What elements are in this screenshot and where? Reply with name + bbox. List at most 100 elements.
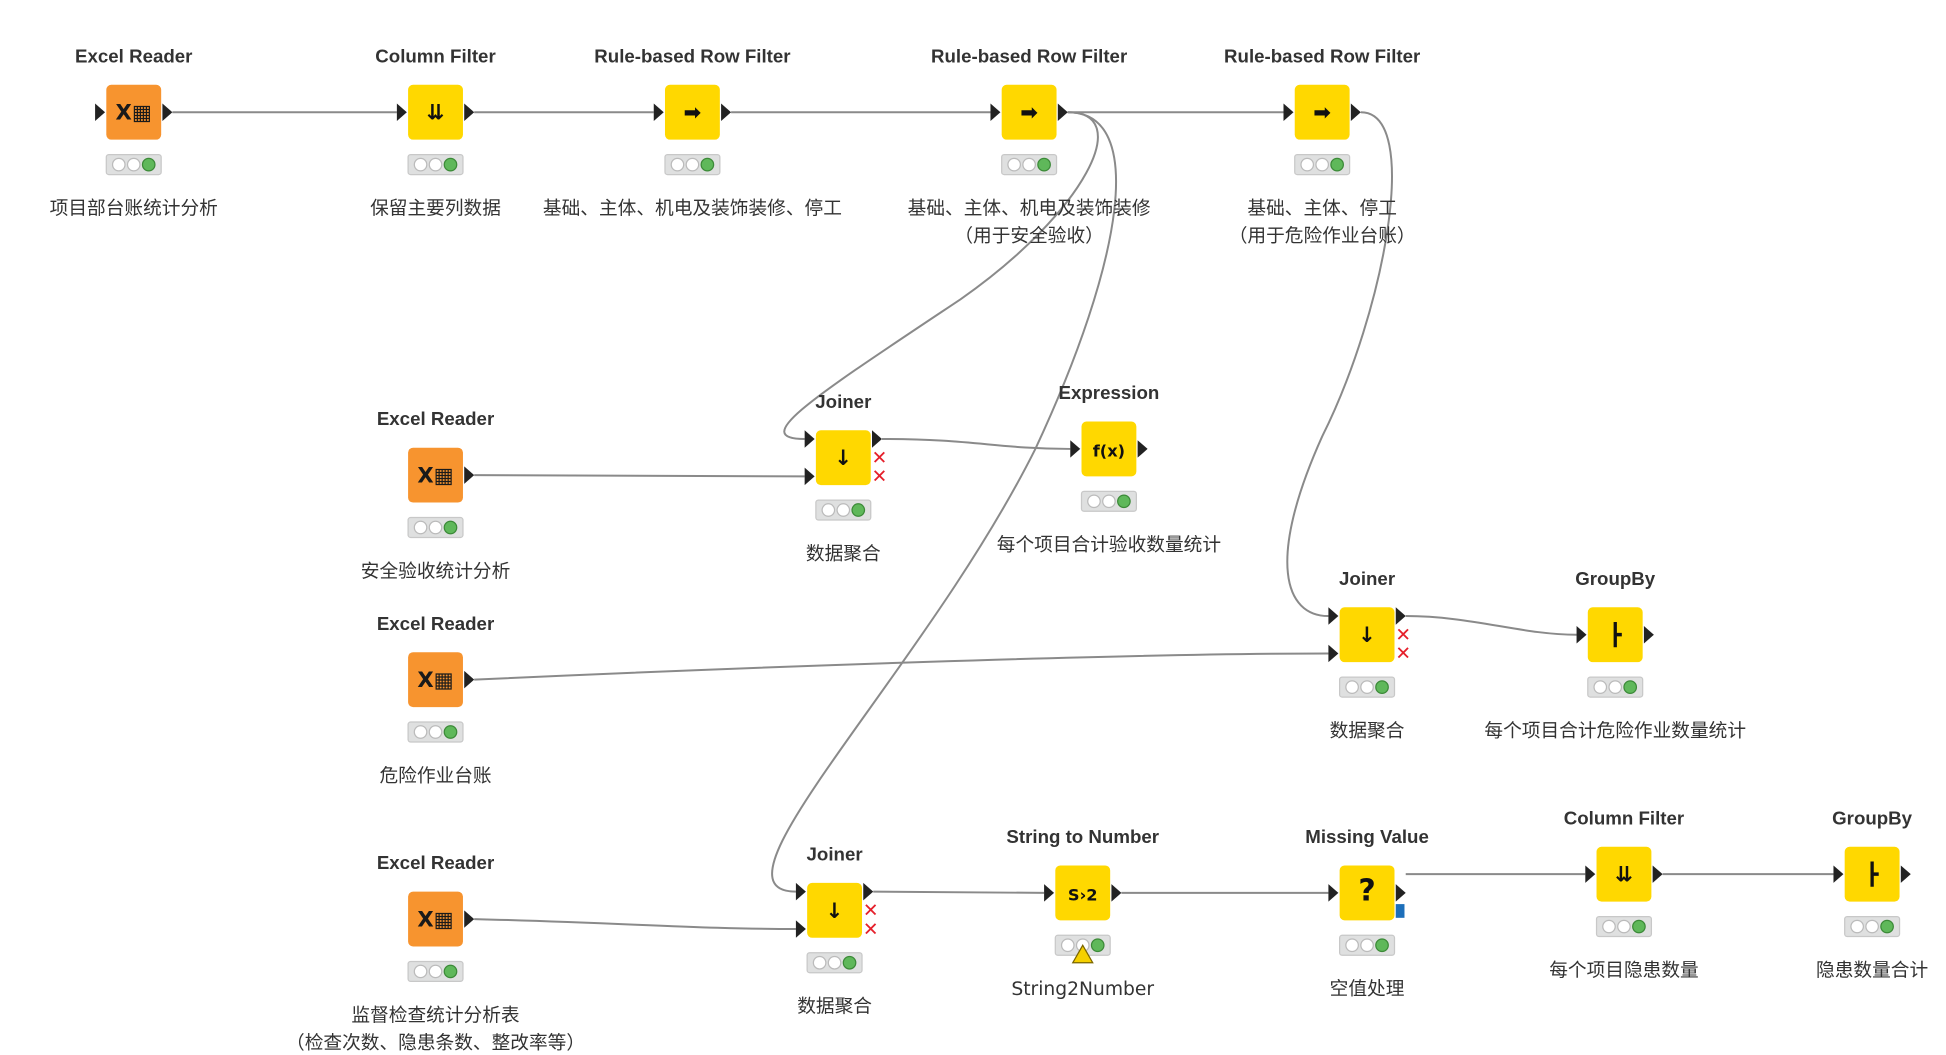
connection[interactable] <box>474 474 805 478</box>
node-annotation[interactable]: （用于安全验收） <box>954 226 1104 247</box>
node-annotation[interactable]: String2Number <box>1011 979 1154 1000</box>
inactive-port-icon[interactable]: ✕ <box>872 466 888 487</box>
node-body[interactable] <box>1596 846 1652 902</box>
input-port[interactable] <box>653 103 664 121</box>
node-body[interactable] <box>408 891 463 947</box>
input-port[interactable] <box>804 430 815 448</box>
input-port[interactable] <box>804 467 815 486</box>
input-port[interactable] <box>1328 644 1339 663</box>
output-port[interactable] <box>464 910 475 928</box>
connection[interactable] <box>474 918 796 931</box>
node-column-filter[interactable]: Column Filter⇊保留主要列数据 <box>370 45 501 219</box>
input-port[interactable] <box>1585 865 1596 883</box>
node-body[interactable] <box>664 84 720 140</box>
inactive-port-icon[interactable]: ✕ <box>1395 624 1411 645</box>
connection[interactable] <box>771 111 1118 893</box>
node-annotation[interactable]: （检查次数、隐患条数、整改率等） <box>286 1033 585 1054</box>
node-rule-row-filter[interactable]: Rule-based Row Filter➡基础、主体、机电及装饰装修（用于安全… <box>908 45 1151 247</box>
output-port[interactable] <box>863 882 874 901</box>
inactive-port-icon[interactable]: ✕ <box>1395 643 1411 664</box>
node-annotation[interactable]: 项目部台账统计分析 <box>50 198 218 219</box>
output-port[interactable] <box>464 103 475 121</box>
output-port[interactable] <box>162 103 173 121</box>
output-port[interactable] <box>464 466 475 484</box>
input-port[interactable] <box>1576 626 1587 644</box>
output-port[interactable] <box>1137 440 1148 458</box>
node-annotation[interactable]: 危险作业台账 <box>379 766 491 787</box>
inactive-port-icon[interactable]: ✕ <box>863 900 879 921</box>
node-annotation[interactable]: 数据聚合 <box>806 544 881 565</box>
node-column-filter[interactable]: Column Filter⇊每个项目隐患数量 <box>1549 807 1699 981</box>
node-body[interactable] <box>1339 865 1395 921</box>
node-body[interactable] <box>1001 84 1057 140</box>
output-port[interactable] <box>1652 865 1663 883</box>
output-port[interactable] <box>464 670 475 689</box>
node-body[interactable] <box>1844 846 1900 902</box>
output-port[interactable] <box>1350 103 1361 121</box>
output-port[interactable] <box>1643 626 1654 644</box>
output-port[interactable] <box>1900 865 1911 883</box>
connection[interactable] <box>873 890 1045 894</box>
node-annotation[interactable]: （用于危险作业台账） <box>1229 226 1416 247</box>
node-joiner[interactable]: Joiner↓✕✕数据聚合 <box>804 391 888 565</box>
node-annotation[interactable]: 空值处理 <box>1330 979 1405 1000</box>
input-port[interactable] <box>1328 607 1339 625</box>
node-annotation[interactable]: 基础、主体、机电及装饰装修 <box>908 198 1151 219</box>
node-body[interactable] <box>1339 607 1395 663</box>
node-joiner[interactable]: Joiner↓✕✕数据聚合 <box>795 843 879 1018</box>
connection[interactable] <box>1286 111 1393 618</box>
node-annotation[interactable]: 数据聚合 <box>797 997 872 1018</box>
node-annotation[interactable]: 基础、主体、机电及装饰装修、停工 <box>543 198 842 219</box>
node-annotation[interactable]: 每个项目合计危险作业数量统计 <box>1484 721 1746 742</box>
input-port[interactable] <box>1044 884 1055 902</box>
inactive-port-icon[interactable]: ✕ <box>863 918 879 939</box>
node-annotation[interactable]: 基础、主体、停工 <box>1247 198 1397 219</box>
input-port[interactable] <box>990 103 1001 121</box>
node-rule-row-filter[interactable]: Rule-based Row Filter➡基础、主体、机电及装饰装修、停工 <box>543 45 842 219</box>
node-body[interactable] <box>1081 421 1137 477</box>
input-port[interactable] <box>1833 865 1844 883</box>
output-port[interactable] <box>721 103 732 121</box>
output-port[interactable] <box>1395 884 1406 902</box>
input-port[interactable] <box>1283 103 1294 121</box>
node-annotation[interactable]: 每个项目合计验收数量统计 <box>997 535 1221 556</box>
output-port[interactable] <box>1395 607 1406 625</box>
node-body[interactable] <box>408 84 463 140</box>
node-annotation[interactable]: 监督检查统计分析表 <box>351 1005 519 1026</box>
connection[interactable] <box>1405 615 1577 636</box>
output-port[interactable] <box>1111 884 1122 902</box>
flow-variable-port[interactable] <box>1395 904 1405 918</box>
node-body[interactable] <box>408 447 463 503</box>
node-body[interactable] <box>1055 865 1111 921</box>
output-port[interactable] <box>1057 103 1068 121</box>
node-body[interactable] <box>1294 84 1350 140</box>
node-groupby[interactable]: GroupBy┣隐患数量合计 <box>1816 807 1928 981</box>
input-port[interactable] <box>95 103 106 121</box>
output-port[interactable] <box>871 430 882 448</box>
input-port[interactable] <box>1328 884 1339 902</box>
input-port[interactable] <box>795 920 806 938</box>
connection[interactable] <box>474 652 1329 681</box>
inactive-port-icon[interactable]: ✕ <box>872 447 888 468</box>
node-body[interactable] <box>1587 607 1643 663</box>
input-port[interactable] <box>1070 440 1081 458</box>
node-annotation[interactable]: 数据聚合 <box>1330 721 1405 742</box>
node-groupby[interactable]: GroupBy┣每个项目合计危险作业数量统计 <box>1484 568 1746 742</box>
node-annotation[interactable]: 安全验收统计分析 <box>361 561 511 582</box>
node-annotation[interactable]: 每个项目隐患数量 <box>1549 960 1699 981</box>
connection[interactable] <box>783 111 1099 440</box>
node-body[interactable] <box>106 84 162 140</box>
node-joiner[interactable]: Joiner↓✕✕数据聚合 <box>1328 568 1411 742</box>
node-annotation[interactable]: 隐患数量合计 <box>1816 960 1928 981</box>
node-body[interactable] <box>815 430 871 486</box>
node-missing-value[interactable]: Missing Value?空值处理 <box>1305 826 1429 1000</box>
node-body[interactable] <box>807 882 863 938</box>
node-body[interactable] <box>408 652 463 708</box>
